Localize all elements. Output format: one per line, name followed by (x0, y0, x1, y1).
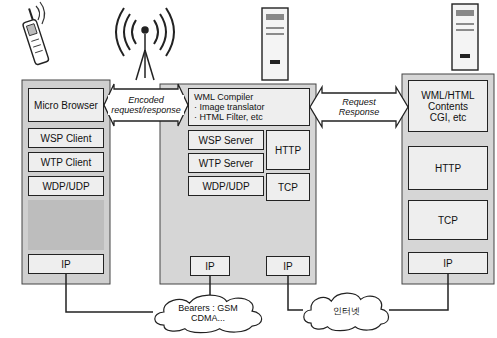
network-cloud: 인터넷 (300, 288, 392, 332)
layer-label: WDP/UDP (42, 181, 89, 192)
network-link (209, 276, 211, 295)
network-cloud: Bearers : GSM CDMA... (150, 290, 266, 334)
layer-label: · Image translator (194, 102, 265, 112)
layer-label: 인터넷 (333, 306, 360, 316)
protocol-layer-box: WTP Server (188, 153, 264, 173)
layer-label: HTTP (275, 145, 301, 156)
protocol-layer-box: WDP/UDP (28, 176, 104, 196)
layer-label: WSP Server (199, 135, 254, 146)
layer-label: CGI, etc (430, 112, 467, 123)
layer-label: WDP/UDP (202, 181, 249, 192)
layer-label: IP (205, 261, 214, 272)
protocol-layer-box: TCP (266, 173, 310, 201)
layer-label: IP (443, 258, 452, 269)
arrow-label: Request Response (330, 97, 388, 117)
protocol-layer-box: WML Compiler· Image translator· HTML Fil… (188, 88, 310, 126)
network-link (66, 274, 153, 312)
layer-label: · HTML Filter, etc (194, 112, 263, 122)
layer-label: WML Compiler (194, 92, 253, 102)
protocol-layer-box: HTTP (408, 146, 488, 190)
arrow-label: Encoded request/response (108, 95, 184, 115)
layer-label: WTP Client (41, 157, 91, 168)
protocol-layer-box: WML/HTML ContentsCGI, etc (408, 80, 488, 132)
cloud-path (304, 293, 389, 331)
protocol-layer-box: WSP Server (188, 130, 264, 150)
layer-label: WML/HTML Contents (412, 90, 484, 112)
protocol-layer-box: TCP (408, 200, 488, 240)
antenna-tower (136, 27, 154, 80)
server-icon (262, 8, 288, 80)
protocol-layer-box: WDP/UDP (188, 176, 264, 196)
protocol-layer-box: HTTP (266, 130, 310, 170)
network-link (288, 276, 303, 310)
layer-label: TCP (438, 215, 458, 226)
signal-waves (36, 2, 45, 24)
server-icon (452, 4, 478, 70)
protocol-layer-box: IP (408, 252, 488, 274)
layer-label: IP (283, 261, 292, 272)
layer-label: WSP Client (41, 133, 92, 144)
server-panel (402, 74, 494, 284)
protocol-layer-box: WTP Client (28, 152, 104, 172)
double-arrow (310, 87, 408, 127)
layer-label: IP (61, 259, 70, 270)
gap-shade (28, 200, 104, 250)
layer-label: Micro Browser (34, 100, 98, 111)
protocol-layer-box: Micro Browser (28, 88, 104, 122)
cloud-path (155, 295, 262, 333)
network-link (389, 274, 448, 310)
layer-label: WTP Server (199, 158, 253, 169)
layer-label: TCP (278, 182, 298, 193)
protocol-layer-box: IP (28, 254, 104, 274)
layer-label: Bearers : GSM CDMA... (166, 303, 250, 323)
protocol-layer-box: IP (190, 256, 230, 276)
layer-label: HTTP (435, 163, 461, 174)
protocol-layer-box: WSP Client (28, 128, 104, 148)
protocol-layer-box: IP (266, 256, 310, 276)
double-arrow (104, 84, 188, 126)
client-panel (22, 80, 110, 284)
